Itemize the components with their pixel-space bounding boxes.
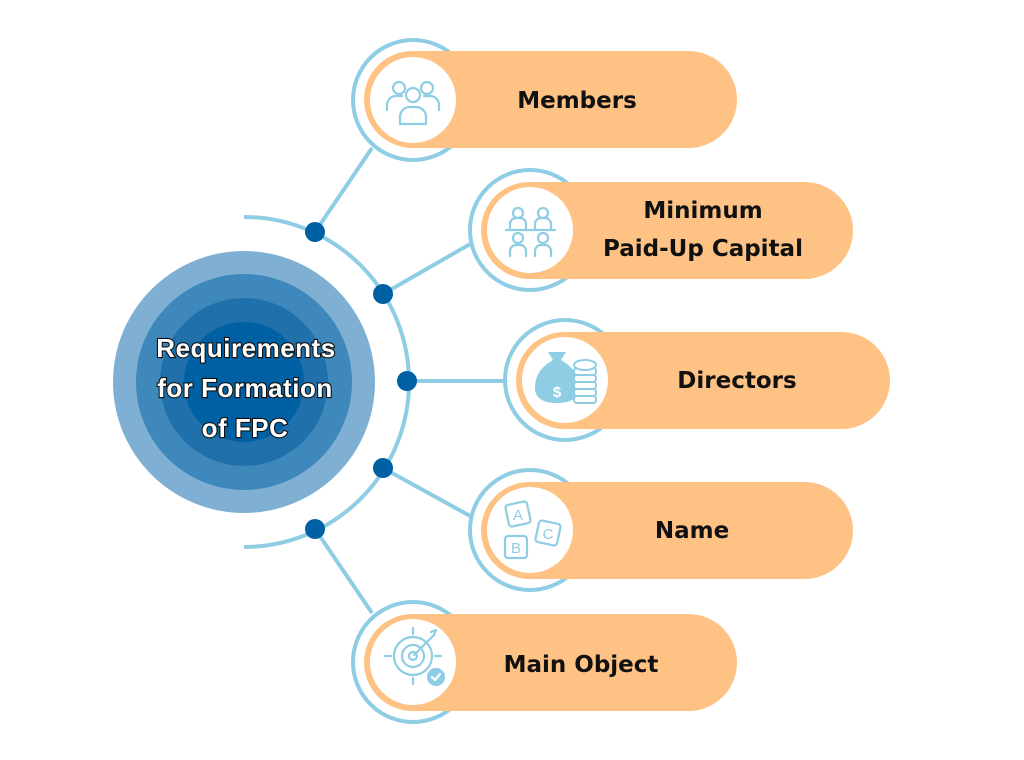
item-minimum-paid-up-capital: Minimum Paid-Up Capital bbox=[468, 168, 853, 292]
item-name: A C B Name bbox=[468, 468, 853, 592]
connector-dot bbox=[397, 371, 417, 391]
connector-dot bbox=[305, 222, 325, 242]
item-label: Main Object bbox=[504, 652, 659, 678]
money-bag-icon: $ bbox=[535, 352, 597, 404]
item-directors: $ Directors bbox=[503, 318, 890, 442]
item-main-object: Main Object bbox=[351, 600, 737, 724]
center-title-line2: for Formation bbox=[157, 373, 333, 403]
center-title-line3: of FPC bbox=[202, 413, 289, 443]
item-label: Directors bbox=[677, 368, 796, 394]
item-label-line1: Minimum bbox=[643, 198, 762, 224]
connector-dots bbox=[305, 222, 417, 539]
connector-dot bbox=[373, 458, 393, 478]
people-group-icon bbox=[385, 80, 441, 126]
target-icon bbox=[383, 626, 446, 687]
abc-blocks-icon: A C B bbox=[503, 500, 562, 560]
directors-icon bbox=[504, 206, 557, 258]
connector-dot bbox=[373, 284, 393, 304]
center-hub: Requirements for Formation of FPC bbox=[113, 251, 375, 513]
connector-dot bbox=[305, 519, 325, 539]
item-label: Members bbox=[517, 88, 637, 114]
svg-text:B: B bbox=[511, 540, 521, 557]
item-members: Members bbox=[351, 38, 737, 162]
item-label: Name bbox=[655, 518, 729, 544]
center-title-line1: Requirements bbox=[156, 333, 335, 363]
svg-text:A: A bbox=[513, 507, 523, 524]
item-label-line2: Paid-Up Capital bbox=[603, 236, 803, 262]
svg-text:C: C bbox=[543, 526, 554, 543]
connector-lines bbox=[313, 146, 505, 615]
svg-text:$: $ bbox=[553, 384, 562, 401]
